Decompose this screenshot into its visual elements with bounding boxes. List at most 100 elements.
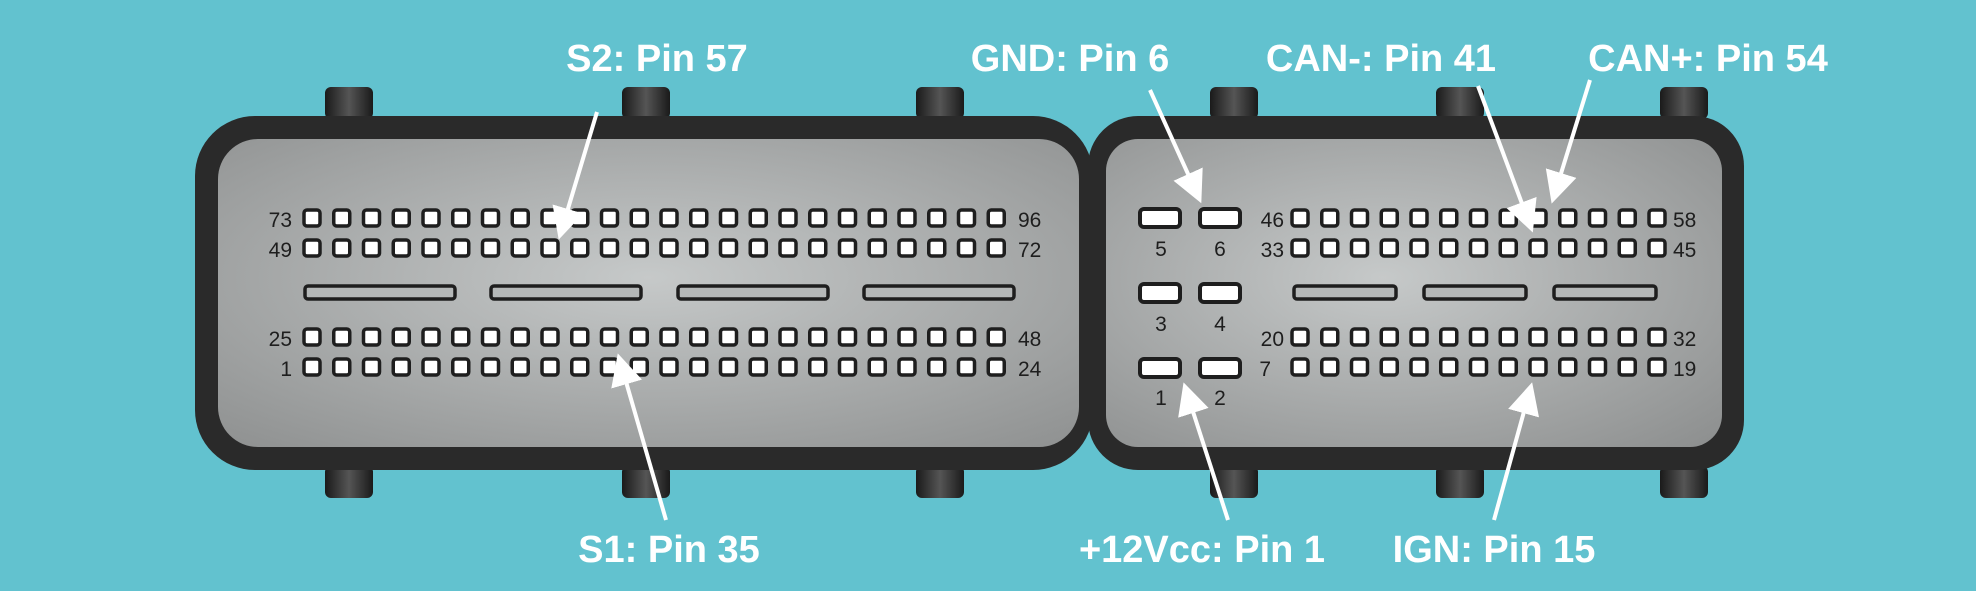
pin-contact: [1528, 327, 1548, 347]
pin-contact: [867, 327, 887, 347]
pin-contact: [1379, 357, 1399, 377]
pin-contact: [1320, 238, 1340, 258]
pin-contact: [629, 238, 649, 258]
key-slot: [1292, 284, 1398, 301]
pin-contact: [808, 208, 828, 228]
pin-contact: [1647, 357, 1667, 377]
pin-contact: [986, 238, 1006, 258]
key-slot: [862, 284, 1016, 301]
pin-contact: [867, 238, 887, 258]
pin-contact: [570, 208, 590, 228]
pin-contact: [391, 357, 411, 377]
pin-contact: [1647, 238, 1667, 258]
mounting-tab: [1660, 87, 1708, 119]
row-end-label: 48: [1018, 328, 1041, 351]
pin-contact: [1379, 327, 1399, 347]
callout-label-vcc: +12Vcc: Pin 1: [1079, 529, 1325, 571]
pin-contact: [659, 357, 679, 377]
pin-contact: [332, 327, 352, 347]
row-start-label: 73: [269, 209, 292, 232]
pin-contact: [1617, 357, 1637, 377]
pin-contact: [1320, 357, 1340, 377]
row-start-label: 33: [1261, 239, 1284, 262]
mounting-tab: [916, 87, 964, 119]
pin-contact: [570, 238, 590, 258]
pin-contact: [451, 208, 471, 228]
pin-contact: [808, 357, 828, 377]
power-pin-label: 4: [1214, 313, 1226, 336]
pin-contact: [599, 357, 620, 377]
pin-contact: [599, 327, 620, 347]
callout-label-can-minus: CAN-: Pin 41: [1266, 38, 1496, 80]
pin-contact: [748, 208, 768, 228]
pin-contact: [421, 208, 441, 228]
callout-arrow-vcc: [1178, 382, 1230, 521]
pin-contact: [1409, 208, 1429, 228]
row-start-label: 20: [1261, 328, 1284, 351]
pin-contact: [837, 357, 858, 377]
pin-contact: [1647, 208, 1667, 228]
pin-contact: [778, 238, 798, 258]
pin-contact: [1409, 357, 1429, 377]
row-end-label: 19: [1673, 358, 1696, 381]
pin-contact: [480, 208, 501, 228]
pin-contact: [956, 208, 977, 228]
power-pin-labels: 5 6 3 4 1 2: [1155, 238, 1226, 410]
power-pin-contact: [1198, 207, 1242, 229]
row-end-label: 96: [1018, 209, 1041, 232]
pin-contact: [510, 208, 530, 228]
pin-contact: [1498, 238, 1518, 258]
key-slot: [676, 284, 830, 301]
pin-contact: [1409, 238, 1429, 258]
power-pin-label: 2: [1214, 387, 1226, 410]
left-pin-grid: [302, 208, 1016, 377]
pin-contact: [1587, 357, 1608, 377]
row-start-label: 1: [280, 358, 292, 381]
callout-arrow-ign: [1492, 382, 1540, 521]
pin-contact: [778, 357, 798, 377]
pin-contact: [659, 208, 679, 228]
pin-contact: [510, 357, 530, 377]
pin-contact: [1349, 357, 1370, 377]
pin-contact: [897, 208, 917, 228]
callout-label-ign: IGN: Pin 15: [1393, 529, 1596, 571]
pin-contact: [718, 208, 739, 228]
pin-contact: [867, 357, 887, 377]
key-slot: [489, 284, 643, 301]
callout-arrows: [552, 79, 1592, 521]
pin-contact: [1439, 238, 1459, 258]
pin-contact: [510, 238, 530, 258]
pin-contact: [480, 357, 501, 377]
pin-contact: [421, 327, 441, 347]
mounting-tab: [1436, 87, 1484, 119]
pin-contact: [540, 327, 560, 347]
pin-contact: [778, 208, 798, 228]
pin-contact: [1409, 327, 1429, 347]
pin-contact: [451, 238, 471, 258]
pin-contact: [748, 327, 768, 347]
pin-contact: [421, 238, 441, 258]
pin-contact: [1468, 327, 1489, 347]
pin-contact: [302, 357, 322, 377]
row-end-label: 45: [1673, 239, 1696, 262]
pin-contact: [1349, 238, 1370, 258]
pin-contact: [1439, 208, 1459, 228]
pin-contact: [808, 327, 828, 347]
pin-contact: [302, 327, 322, 347]
pin-contact: [837, 208, 858, 228]
pin-contact: [778, 327, 798, 347]
pin-contact: [540, 208, 560, 228]
pin-contact: [332, 238, 352, 258]
pin-contact: [1468, 357, 1489, 377]
row-end-label: 32: [1673, 328, 1696, 351]
pin-contact: [718, 238, 739, 258]
pin-contact: [599, 238, 620, 258]
pin-contact: [480, 327, 501, 347]
pin-contact: [689, 238, 709, 258]
pin-contact: [302, 208, 322, 228]
pin-contact: [1320, 208, 1340, 228]
pin-contact: [986, 357, 1006, 377]
mounting-tab: [1436, 466, 1484, 498]
pin-contact: [1587, 238, 1608, 258]
